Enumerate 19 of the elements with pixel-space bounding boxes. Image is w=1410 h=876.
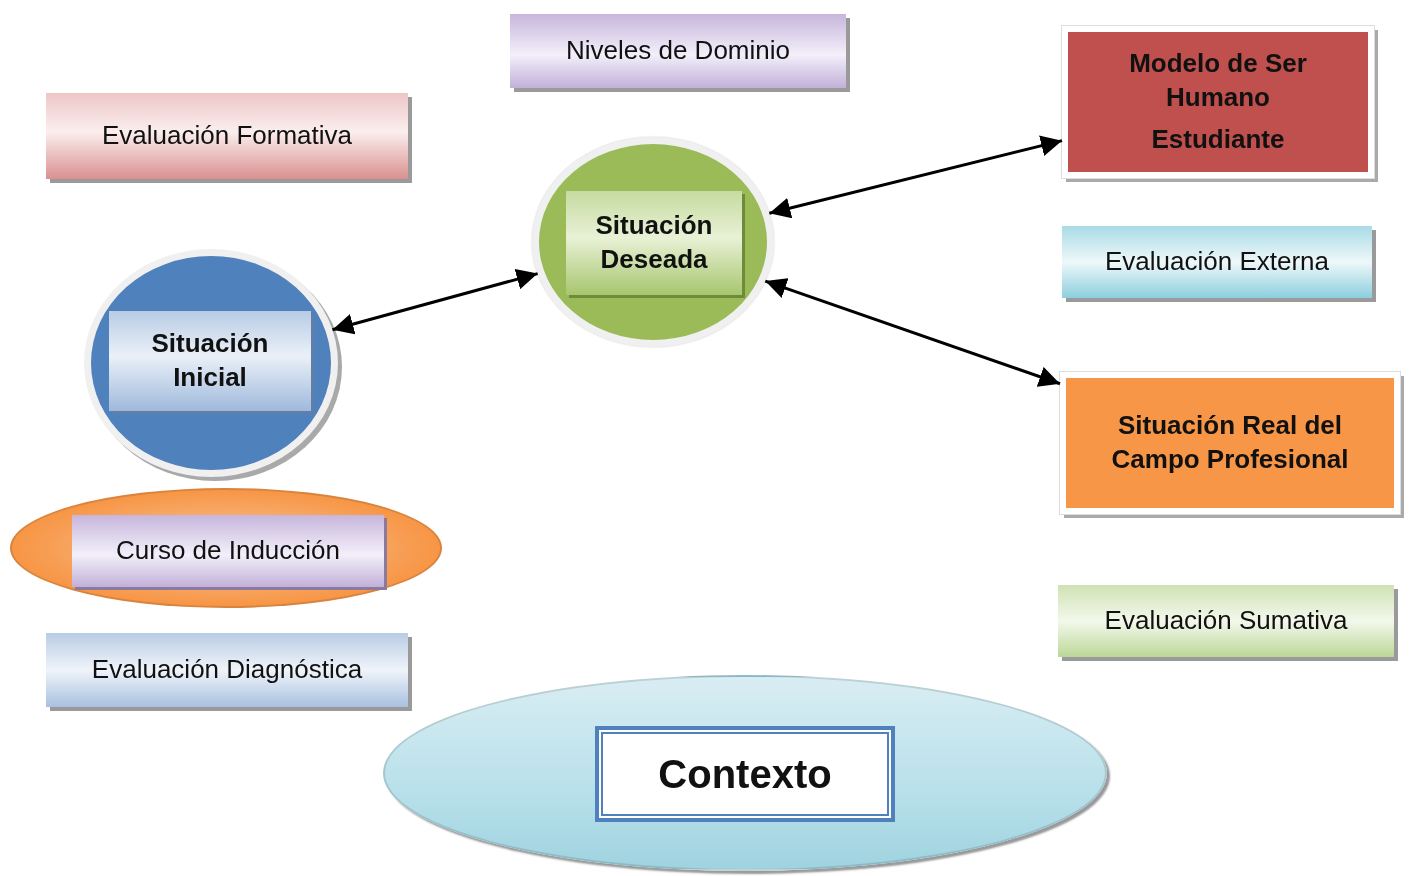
concept-box	[109, 311, 311, 411]
double-arrow	[764, 278, 1061, 387]
box-text: Curso de Inducción	[115, 534, 341, 568]
concept-box	[72, 515, 384, 587]
box-text: Situación Inicial	[150, 327, 270, 394]
box-text: Situación Deseada	[594, 209, 714, 276]
box-text: Evaluación Sumativa	[1103, 604, 1349, 638]
double-arrow	[769, 135, 1063, 219]
box-text: Estudiante	[1150, 122, 1286, 156]
box-text: Situación Real del Campo Profesional	[1110, 409, 1350, 476]
box-text: Modelo de Ser Humano	[1128, 47, 1308, 115]
box-text: Contexto	[657, 751, 833, 798]
box-text: Evaluación Diagnóstica	[90, 653, 364, 687]
box-text: Evaluación Formativa	[101, 119, 353, 153]
concept-box	[597, 728, 893, 820]
box-text: Evaluación Externa	[1104, 245, 1330, 279]
concept-box	[566, 191, 742, 295]
box-text: Niveles de Dominio	[565, 34, 791, 68]
double-arrow	[332, 269, 538, 335]
